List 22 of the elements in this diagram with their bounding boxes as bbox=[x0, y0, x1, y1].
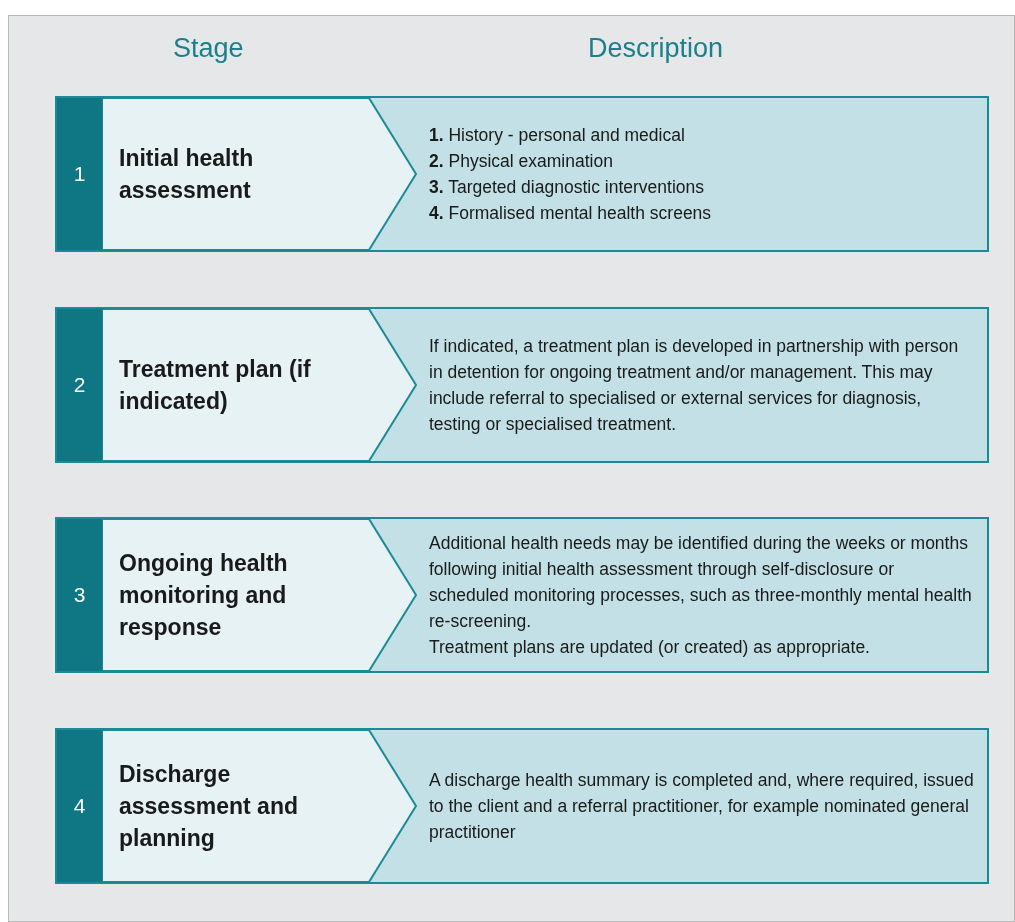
stage-number: 1 bbox=[57, 98, 102, 250]
chevron-stage-box bbox=[102, 309, 420, 461]
stage-number: 2 bbox=[57, 309, 102, 461]
list-item: 1. History - personal and medical bbox=[429, 124, 686, 147]
column-header: Stage bbox=[173, 33, 244, 64]
list-item: 4. Formalised mental health screens bbox=[429, 202, 713, 225]
stage-title: Treatment plan (if indicated) bbox=[119, 355, 311, 416]
chevron-stage-box bbox=[102, 730, 420, 882]
description-text: A discharge health summary is completed and, where required, issued to the client and a referral practitioner, for example nominated general practitioner bbox=[429, 769, 975, 844]
chevron-stage-box bbox=[102, 519, 420, 671]
description-text: If indicated, a treatment plan is developed in partnership with person in detention for ongoing treatment and/or management. This may include referral to specialised or external services for diagnosis, testing or specialised treatment. bbox=[429, 335, 960, 436]
stage-title: Initial health assessment bbox=[119, 144, 255, 205]
description-text: Additional health needs may be identified during the weeks or months following initial health assessment through self-disclosure or scheduled monitoring processes, such as three-monthly mental health re-screening. bbox=[429, 532, 973, 633]
stage-number: 4 bbox=[57, 730, 102, 882]
stage-title: Discharge assessment and planning bbox=[119, 760, 299, 853]
list-item: 3. Targeted diagnostic interventions bbox=[429, 176, 705, 199]
chevron-stage-box bbox=[102, 98, 420, 250]
stage-title: Ongoing health monitoring and response bbox=[119, 549, 289, 642]
description-text: Treatment plans are updated (or created) as appropriate. bbox=[429, 636, 871, 659]
list-item: 2. Physical examination bbox=[429, 150, 614, 173]
stage-number: 3 bbox=[57, 519, 102, 671]
column-header: Description bbox=[588, 33, 724, 64]
